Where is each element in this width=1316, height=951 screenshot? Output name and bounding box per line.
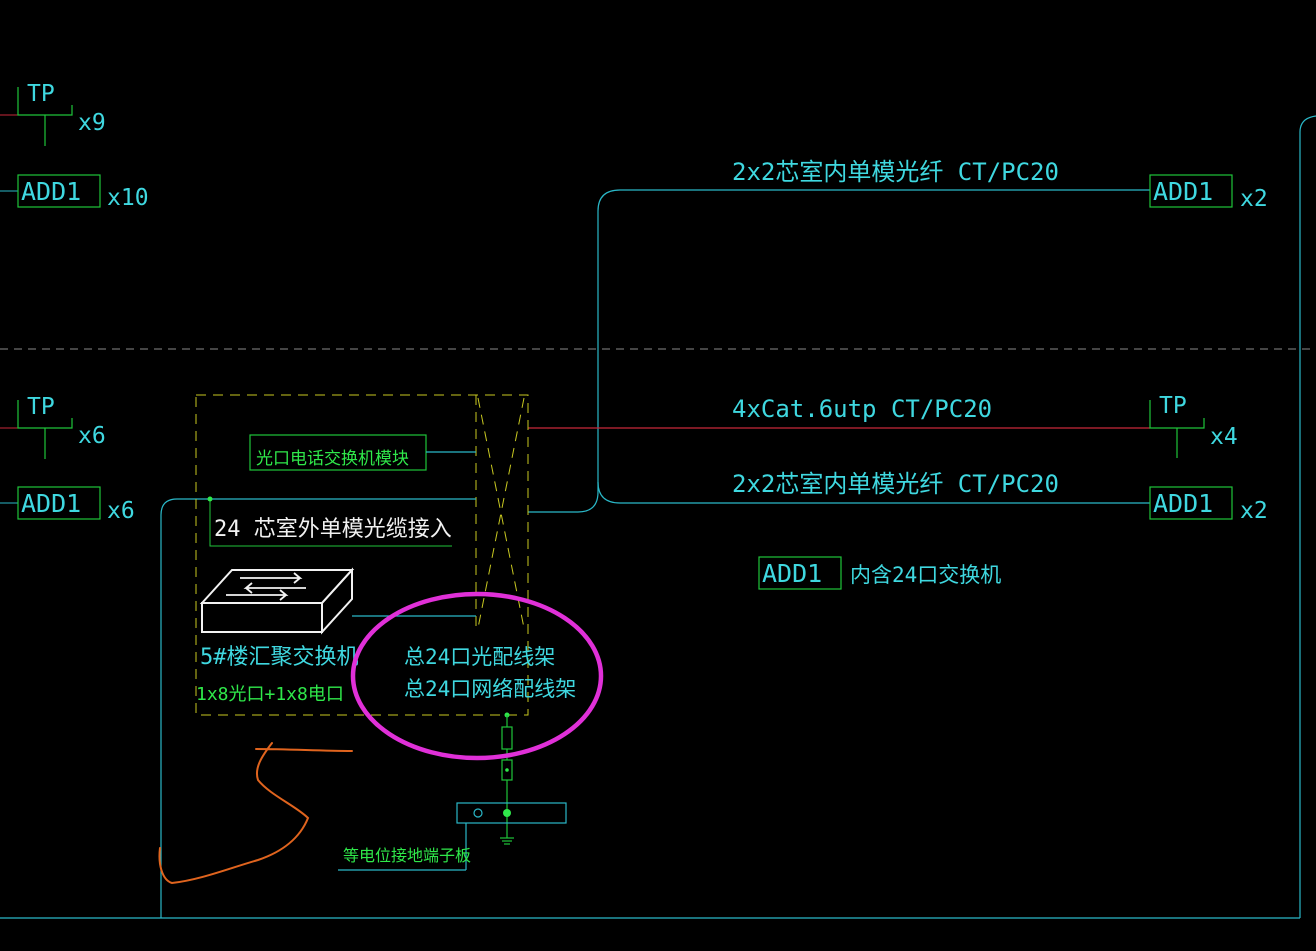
switch-name-label: 5#楼汇聚交换机 — [200, 645, 359, 670]
left-add-bottom-symbol[interactable]: ADD1 x6 — [0, 486, 135, 524]
patch-panel-column[interactable] — [475, 395, 525, 630]
right-tp-symbol[interactable]: TP x4 — [1149, 393, 1238, 458]
right-add-upper-label: ADD1 — [1153, 177, 1213, 206]
left-tp-top-count: x9 — [78, 110, 106, 136]
left-tp-bottom-label: TP — [27, 394, 55, 420]
left-tp-top-label: TP — [27, 81, 55, 107]
add1-legend: ADD1 内含24口交换机 — [758, 556, 1001, 590]
network-switch-icon[interactable] — [199, 567, 476, 635]
outdoor-fiber-entry: 24 芯室外单模光缆接入 — [207, 496, 476, 547]
phone-module-label: 光口电话交换机模块 — [256, 449, 409, 469]
right-tp-count: x4 — [1210, 424, 1238, 450]
right-riser-wire — [1299, 115, 1316, 918]
left-add-top-symbol[interactable]: ADD1 x10 — [0, 174, 149, 211]
cat6-cable-label: 4xCat.6utp CT/PC20 — [732, 395, 992, 423]
right-add-upper-count: x2 — [1240, 186, 1268, 212]
right-tp-label: TP — [1159, 393, 1187, 419]
fiber-lower-cable-label: 2x2芯室内单模光纤 CT/PC20 — [732, 470, 1059, 498]
left-add-bottom-count: x6 — [107, 498, 135, 524]
fiber-upper-wire — [528, 189, 1150, 513]
right-add-upper-symbol[interactable]: ADD1 x2 — [1149, 174, 1268, 212]
outdoor-fiber-feed-wire — [160, 498, 210, 918]
legend-note: 内含24口交换机 — [850, 563, 1001, 587]
phone-switch-module[interactable]: 光口电话交换机模块 — [249, 434, 476, 471]
fiber-patch-label: 总24口光配线架 — [404, 645, 555, 669]
left-add-bottom-label: ADD1 — [21, 489, 81, 518]
left-tp-bottom-count: x6 — [78, 423, 106, 449]
right-add-lower-count: x2 — [1240, 498, 1268, 524]
ground-symbol-icon — [500, 837, 514, 845]
legend-device-label: ADD1 — [762, 559, 822, 588]
equipotential-terminal-board — [456, 802, 567, 824]
grounding-board-label: 等电位接地端子板 — [343, 846, 471, 865]
left-tp-top-symbol[interactable]: TP x9 — [0, 81, 106, 146]
outdoor-fiber-label: 24 芯室外单模光缆接入 — [214, 517, 452, 542]
left-add-top-label: ADD1 — [21, 177, 81, 206]
orange-scribble-annotation — [158, 742, 353, 885]
grounding-assembly[interactable] — [338, 712, 567, 871]
network-patch-label: 总24口网络配线架 — [404, 677, 576, 701]
fiber-upper-cable-label: 2x2芯室内单模光纤 CT/PC20 — [732, 158, 1059, 186]
cabinet-outline — [195, 394, 529, 716]
left-tp-bottom-symbol[interactable]: TP x6 — [0, 394, 106, 459]
fiber-lower-wire — [597, 481, 1150, 504]
right-add-lower-symbol[interactable]: ADD1 x2 — [1149, 486, 1268, 524]
right-add-lower-label: ADD1 — [1153, 489, 1213, 518]
left-add-top-count: x10 — [107, 185, 149, 211]
highlight-circle-annotation — [350, 591, 604, 761]
switch-ports-label: 1x8光口+1x8电口 — [196, 684, 344, 705]
